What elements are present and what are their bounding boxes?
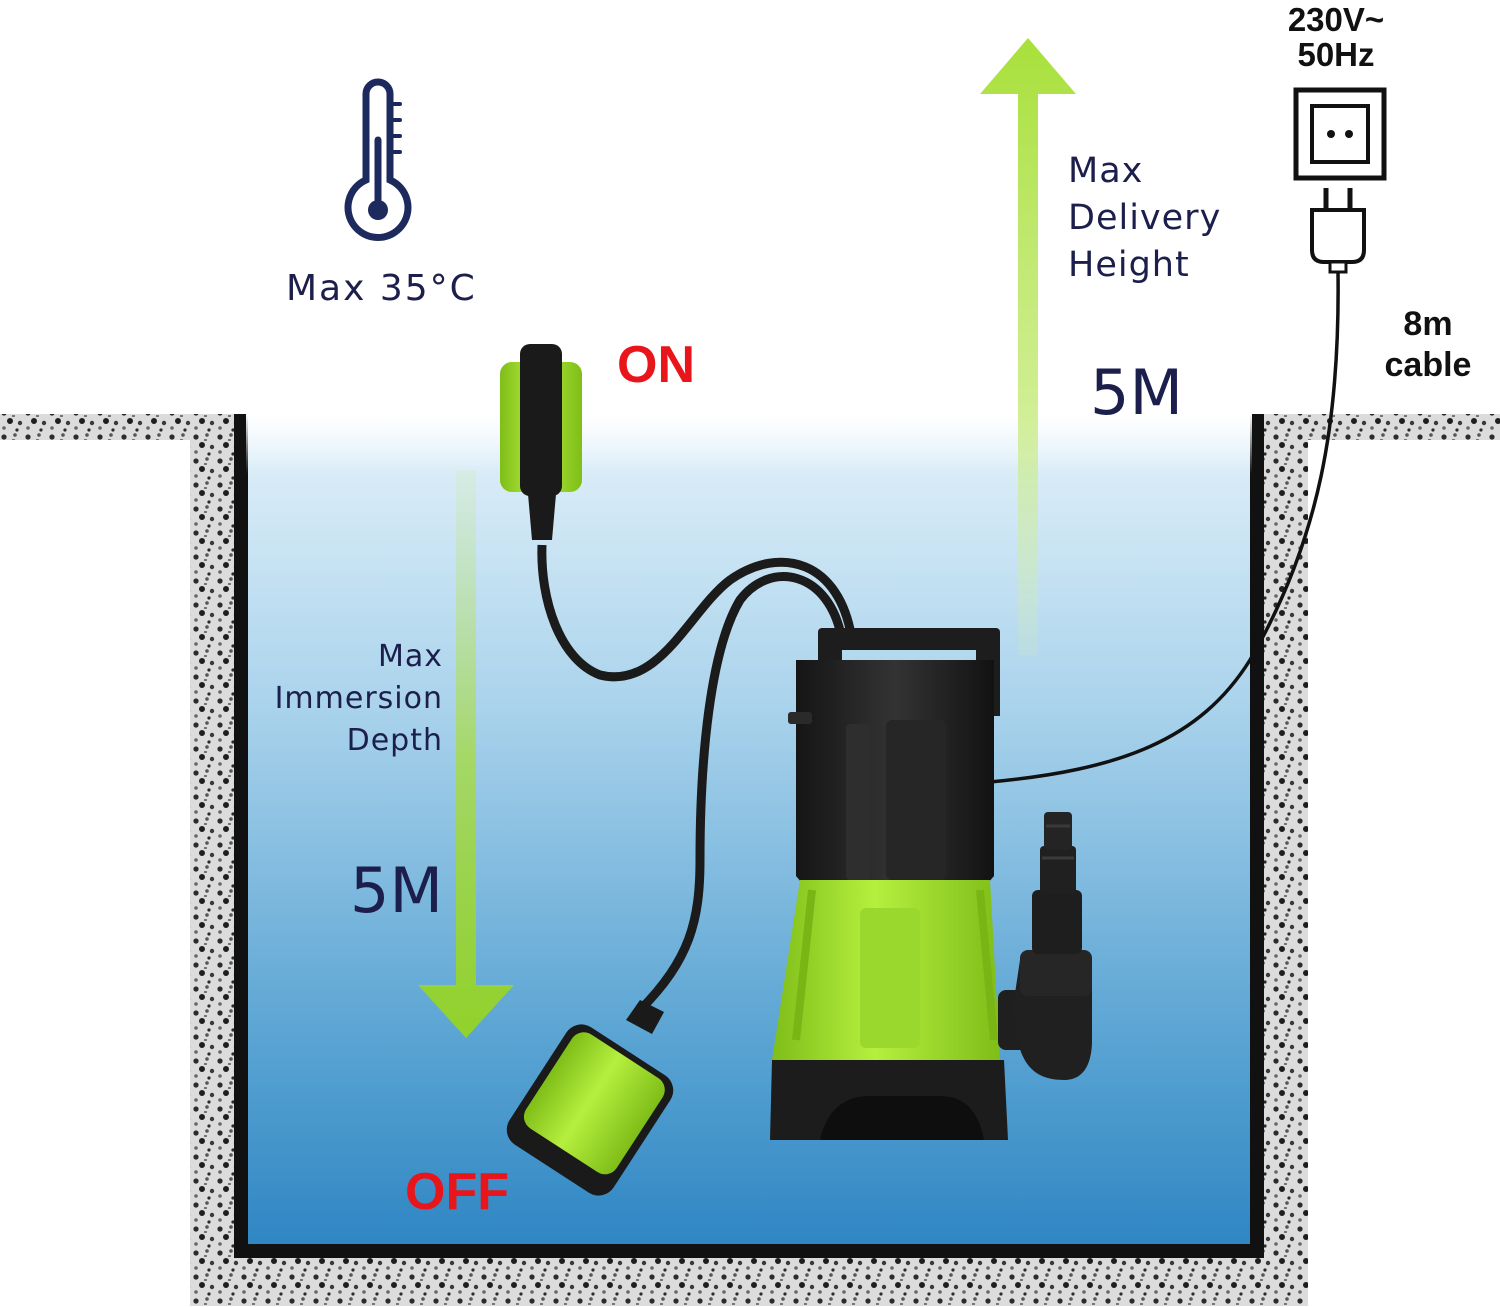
- immersion-depth-label: Max Immersion Depth: [274, 639, 443, 758]
- power-cable: [989, 271, 1340, 784]
- delivery-height-value: 5M: [1090, 356, 1183, 429]
- submersible-pump-icon: [770, 628, 1092, 1140]
- delivery-height-label: Max Delivery Height: [1068, 151, 1222, 285]
- thermometer-icon: [344, 78, 412, 241]
- float-switch-off: [506, 1000, 674, 1196]
- float-on-label: ON: [617, 336, 695, 394]
- immersion-depth-arrow: [418, 470, 514, 1038]
- float-switch-icon: [500, 344, 582, 540]
- float-off-label: OFF: [405, 1163, 509, 1221]
- power-plug-icon: [1310, 188, 1366, 274]
- delivery-height-arrow: [980, 38, 1076, 655]
- wall-socket-icon: [1293, 87, 1387, 181]
- float-cable-lower: [636, 572, 847, 1014]
- cable-length-label: 8m cable: [1384, 305, 1472, 384]
- voltage-label: 230V~ 50Hz: [1287, 1, 1385, 73]
- float-cable: [537, 544, 857, 682]
- water: [246, 414, 1252, 1246]
- temperature-label: Max 35°C: [286, 268, 477, 309]
- pit: [0, 414, 1500, 1306]
- immersion-depth-value: 5M: [350, 854, 443, 927]
- water-surface-mist: [246, 414, 1252, 474]
